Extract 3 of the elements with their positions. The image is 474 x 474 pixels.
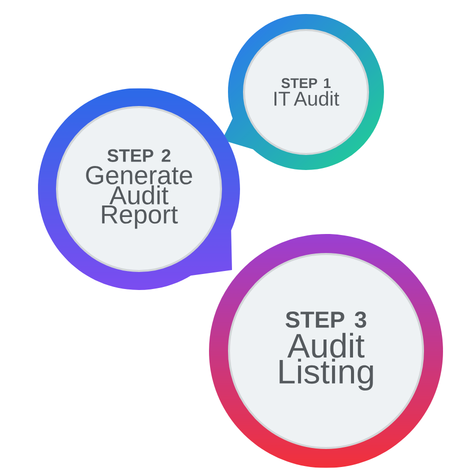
speech-bubble: STEP 3 Audit Listing: [228, 253, 424, 449]
speech-bubble: STEP 1 IT Audit: [243, 29, 369, 155]
speech-bubble: STEP 2 Generate Audit Report: [56, 106, 222, 272]
